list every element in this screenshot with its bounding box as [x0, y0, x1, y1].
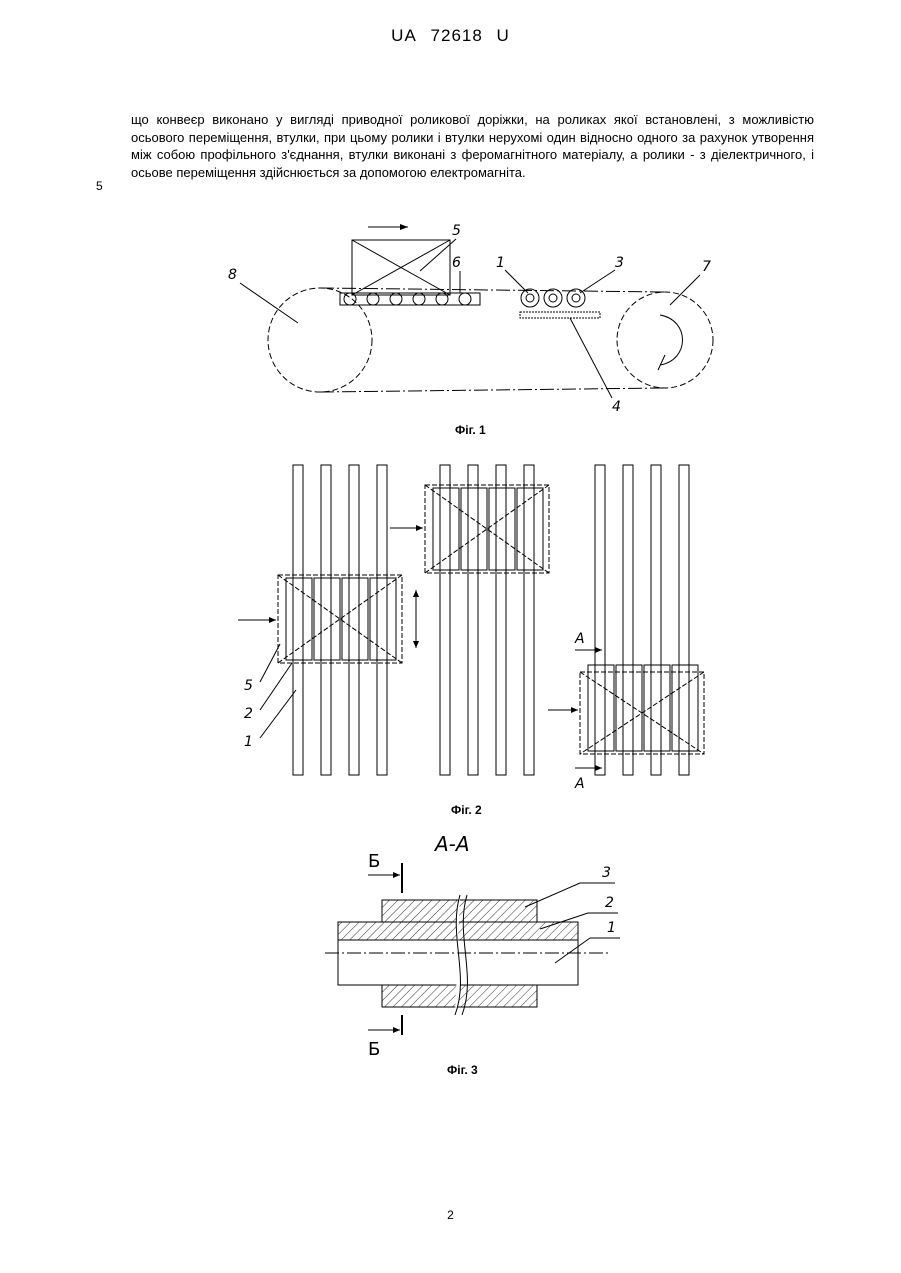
- fig3-label-2: 2: [605, 895, 614, 911]
- document-header: UA 72618 U: [0, 26, 901, 46]
- figure-2-caption: Фіг. 2: [451, 803, 482, 817]
- page-number: 2: [0, 1208, 901, 1222]
- patent-kind: U: [497, 26, 510, 45]
- fig2-section-a-top: А: [574, 631, 585, 647]
- figure-3-caption: Фіг. 3: [447, 1063, 478, 1077]
- fig2-section-a-bottom: А: [574, 776, 585, 792]
- fig1-label-5: 5: [452, 223, 461, 239]
- figure-2-drawing: 5 2 1 А А: [230, 440, 720, 795]
- fig3-section-title: А-А: [433, 832, 470, 856]
- claim-text: що конвеєр виконано у вигляді приводної …: [131, 111, 814, 181]
- fig3-label-1: 1: [607, 920, 616, 936]
- fig2-label-2: 2: [244, 706, 253, 722]
- fig1-label-6: 6: [452, 255, 461, 271]
- fig2-label-5: 5: [244, 678, 253, 694]
- fig3-section-b-top: Б: [368, 851, 380, 872]
- fig1-label-1: 1: [496, 255, 505, 271]
- fig1-label-3: 3: [615, 255, 624, 271]
- figure-1-caption: Фіг. 1: [455, 423, 486, 437]
- figure-3-drawing: А-А Б Б 3 2 1: [320, 825, 630, 1065]
- fig1-label-4: 4: [612, 399, 621, 415]
- patent-number: 72618: [431, 26, 483, 45]
- country-code: UA: [391, 26, 417, 45]
- line-number: 5: [96, 179, 103, 193]
- fig1-label-8: 8: [228, 267, 237, 283]
- claim-paragraph: що конвеєр виконано у вигляді приводної …: [131, 111, 814, 181]
- fig3-section-b-bottom: Б: [368, 1039, 380, 1060]
- fig3-label-3: 3: [602, 865, 611, 881]
- fig2-label-1: 1: [244, 734, 253, 750]
- fig1-label-7: 7: [702, 259, 711, 275]
- figure-1-drawing: 8 5 6 1 3 7 4: [220, 215, 730, 420]
